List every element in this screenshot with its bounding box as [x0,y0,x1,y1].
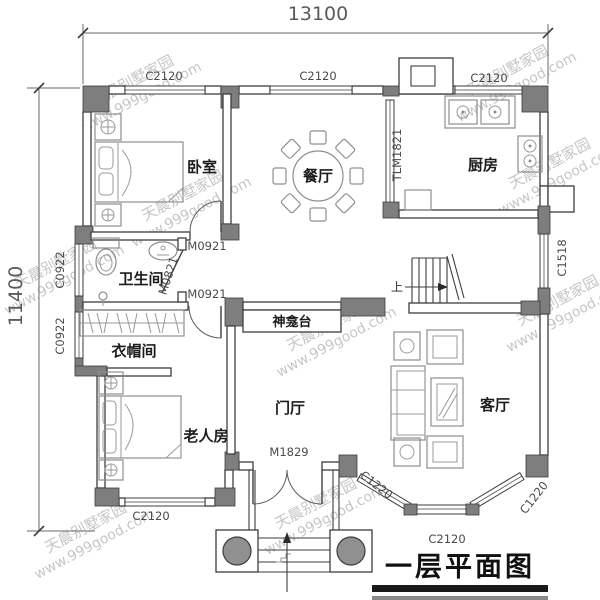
door-label-m1829: M1829 [269,445,308,459]
armchair [426,329,464,365]
staircase: 上 [391,253,465,303]
shrine-niche [242,309,342,333]
window-c2120-kitchen [454,85,523,95]
stairs-up-arrow [438,283,448,291]
door-label-tlm1821: TLM1821 [390,129,404,183]
title-underline [372,585,548,592]
kitchen-side-platform [547,185,575,213]
living-room-furniture [390,329,464,469]
cloakroom-label: 衣帽间 [111,342,156,360]
window-label-c2120: C2120 [299,69,336,83]
door-label-m0921: M0921 [187,239,226,253]
door-m0921-corridor [188,305,222,339]
window-label-c0922: C0922 [53,251,67,288]
bathroom-label: 卫生间 [118,270,163,288]
drawing-title: 一层平面图 [385,552,535,583]
title-underline-secondary [372,596,548,600]
sofa [390,365,426,441]
living-room-label: 客厅 [479,396,510,414]
window-label-c2120: C2120 [428,532,465,546]
window-c0922-cloakroom [74,311,84,359]
dimension-top: 13100 [77,3,554,84]
window-c2120-dining [269,85,353,95]
window-c0922-bathroom [74,243,84,297]
door-label-m0921: M0921 [187,287,226,301]
porch-column [215,529,259,573]
bedroom-label: 卧室 [187,158,217,176]
chimney [398,57,454,95]
room-labels: 卧室 餐厅 厨房 卫生间 衣帽间 老人房 门厅 客厅 神龛台 [111,156,510,445]
end-table [393,437,421,467]
shrine-label: 神龛台 [272,314,311,330]
nightstand [94,203,122,227]
door-m0921-bedroom [189,200,222,233]
floor-drain [98,291,108,306]
wash-basin [148,241,178,261]
bed [98,395,182,459]
coffee-table [430,377,464,427]
window-label-c2120: C2120 [132,509,169,523]
door-m0821-bathroom [161,249,184,294]
dining-table [292,150,344,202]
title-block: 一层平面图 [372,552,548,600]
dining-furniture [272,130,364,222]
window-c2120-elder-room [124,497,206,507]
stove [517,135,543,173]
armchair [426,435,464,469]
entry-porch [215,470,373,592]
overall-width-dimension: 13100 [288,3,348,25]
window-c1518-stairwell [539,233,549,289]
doors [161,200,323,505]
windows [74,85,549,516]
entry-direction-arrow [283,532,291,592]
bedroom-furniture [94,113,184,227]
stairs-up-label: 上 [391,280,403,294]
kitchen-counter [404,189,432,211]
toilet [92,237,120,276]
kitchen-sink [444,95,516,129]
window-label-c0922: C0922 [53,317,67,354]
window-label-c1220: C1220 [517,479,551,517]
kitchen-label: 厨房 [468,156,498,174]
window-label-c1518: C1518 [555,239,569,276]
exterior-walls [74,57,575,507]
window-label-c2120: C2120 [470,71,507,85]
dimension-left: 11400 [5,82,95,537]
nightstand [94,113,122,141]
bed [94,141,184,203]
elder-room-furniture [98,371,182,481]
dining-chairs [272,130,364,222]
interior-walls [82,93,541,455]
opening-labels: C2120 C2120 C2120 C2120 C2120 C0922 C092… [53,69,569,546]
wardrobe [79,309,185,337]
elder-room-label: 老人房 [182,427,228,445]
overall-height-dimension: 11400 [5,266,27,326]
bathroom-fixtures [92,237,178,306]
nightstand [98,371,124,395]
window-label-c2120: C2120 [145,69,182,83]
porch-column [329,529,373,573]
window-c2120-bedroom [124,85,206,95]
foyer-label: 门厅 [275,399,305,417]
nightstand [98,459,124,481]
end-table [393,331,421,361]
kitchen-furniture [404,95,543,211]
window-c2120-bay [416,504,467,515]
dining-label: 餐厅 [303,167,333,185]
door-m1829-entrance [252,469,323,505]
